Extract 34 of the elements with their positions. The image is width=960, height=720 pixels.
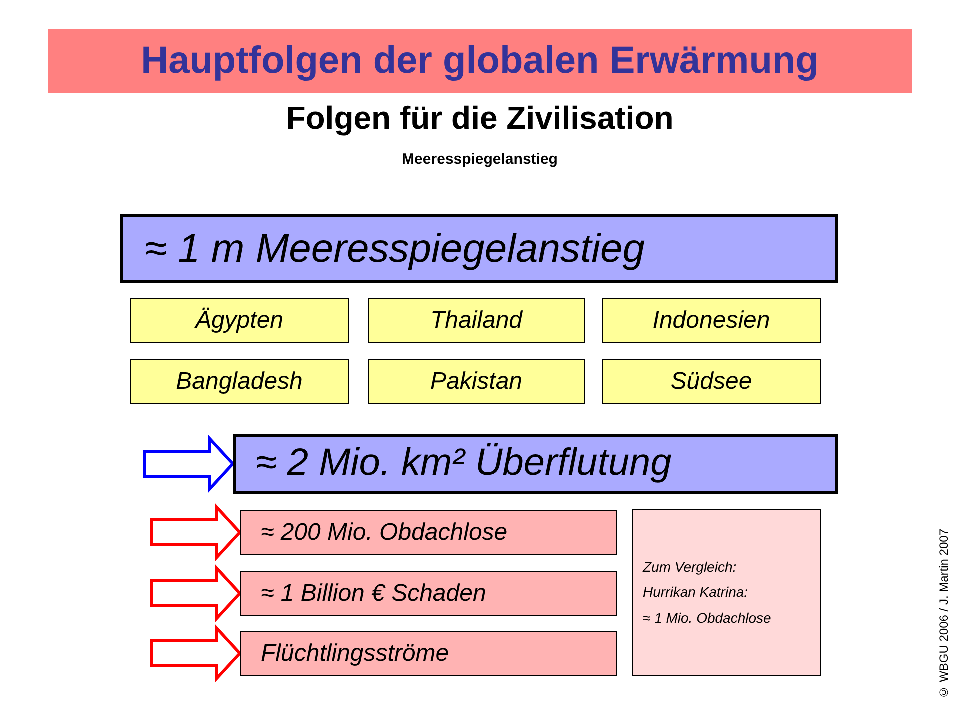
country-name: Pakistan: [430, 368, 523, 396]
impact-text: ≈ 200 Mio. Obdachlose: [261, 518, 508, 546]
block-arrow: [150, 504, 242, 562]
country-name: Südsee: [670, 368, 752, 396]
highlight-text: ≈ 1 m Meeresspiegelanstieg: [145, 226, 645, 272]
country-box: [602, 359, 821, 404]
highlight-box: [120, 214, 838, 283]
highlight-text: ≈ 2 Mio. km² Überflutung: [256, 442, 672, 486]
impact-box: [240, 510, 617, 555]
country-box: [368, 298, 585, 343]
subtitle: Folgen für die Zivilisation: [286, 100, 674, 137]
block-arrow: [150, 624, 242, 682]
country-name: Ägypten: [195, 306, 284, 334]
impact-text: ≈ 1 Billion € Schaden: [261, 580, 486, 608]
section-heading: Meeresspiegelanstieg: [402, 151, 558, 168]
block-arrow: [144, 435, 236, 493]
country-box: [130, 298, 349, 343]
note-text: Zum Vergleich:: [643, 559, 737, 576]
impact-box: [240, 631, 617, 676]
country-name: Bangladesh: [176, 368, 303, 396]
note-text: ≈ 1 Mio. Obdachlose: [643, 610, 772, 626]
country-box: [602, 298, 821, 343]
impact-box: [240, 571, 617, 616]
slide-title: Hauptfolgen der globalen Erwärmung: [48, 29, 912, 93]
note-box: [632, 509, 821, 676]
country-box: [130, 359, 349, 404]
highlight-box: [233, 434, 838, 494]
impact-text: Flüchtlingsströme: [261, 640, 450, 668]
copyright-note: © WBGU 2006 / J. Martin 2007: [938, 529, 952, 700]
country-name: Thailand: [430, 306, 523, 334]
country-name: Indonesien: [652, 306, 770, 334]
note-text: Hurrikan Katrina:: [643, 584, 748, 601]
country-box: [368, 359, 585, 404]
block-arrow: [150, 564, 242, 622]
